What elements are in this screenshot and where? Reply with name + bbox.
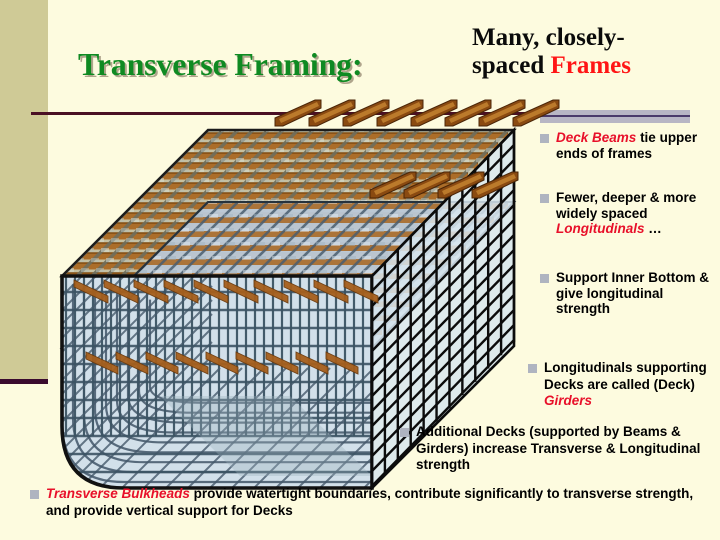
title-underline-rule <box>31 112 525 115</box>
protruding-second-deck-beams <box>369 171 519 199</box>
bullet-longitudinals: Fewer, deeper & more widely spaced Longi… <box>540 190 715 237</box>
transverse-bulkhead <box>370 126 516 492</box>
subtitle: Many, closely- spaced Frames <box>472 24 716 80</box>
bullet-text: Fewer, deeper & more widely spaced Longi… <box>556 190 697 236</box>
bullet-square-icon <box>400 428 409 437</box>
bullet-transverse-bulkheads: Transverse Bulkheads provide watertight … <box>30 486 710 519</box>
bullet-text: Additional Decks (supported by Beams & G… <box>416 424 701 472</box>
bullet-text: Transverse Bulkheads provide watertight … <box>46 486 694 518</box>
bullet-support-inner-bottom: Support Inner Bottom & give longitudinal… <box>540 270 715 317</box>
left-decorative-band <box>0 0 48 384</box>
ship-structure-diagram <box>40 96 580 500</box>
subtitle-line2-prefix: spaced <box>472 52 551 79</box>
bullet-text: Deck Beams tie upper ends of frames <box>556 130 698 161</box>
bullet-deck-beams: Deck Beams tie upper ends of frames <box>540 130 715 161</box>
hull-shell <box>60 274 374 490</box>
title-rule-bar-line <box>540 115 690 117</box>
bullet-square-icon <box>540 274 549 283</box>
bullet-additional-decks: Additional Decks (supported by Beams & G… <box>400 424 718 474</box>
subtitle-line1: Many, closely- <box>472 24 625 51</box>
bullet-square-icon <box>30 490 39 499</box>
page-title: Transverse Framing: <box>78 46 363 82</box>
bullet-square-icon <box>540 194 549 203</box>
left-band-rule <box>0 379 48 384</box>
bullet-text: Longitudinals supporting Decks are calle… <box>544 360 707 408</box>
protruding-deck-beams <box>274 99 560 127</box>
bullet-deck-girders: Longitudinals supporting Decks are calle… <box>528 360 720 410</box>
bullet-text: Support Inner Bottom & give longitudinal… <box>556 270 709 316</box>
subtitle-highlight: Frames <box>550 52 632 79</box>
under-deck-beam-flanges <box>73 279 379 375</box>
bullet-square-icon <box>540 134 549 143</box>
bullet-square-icon <box>528 364 537 373</box>
